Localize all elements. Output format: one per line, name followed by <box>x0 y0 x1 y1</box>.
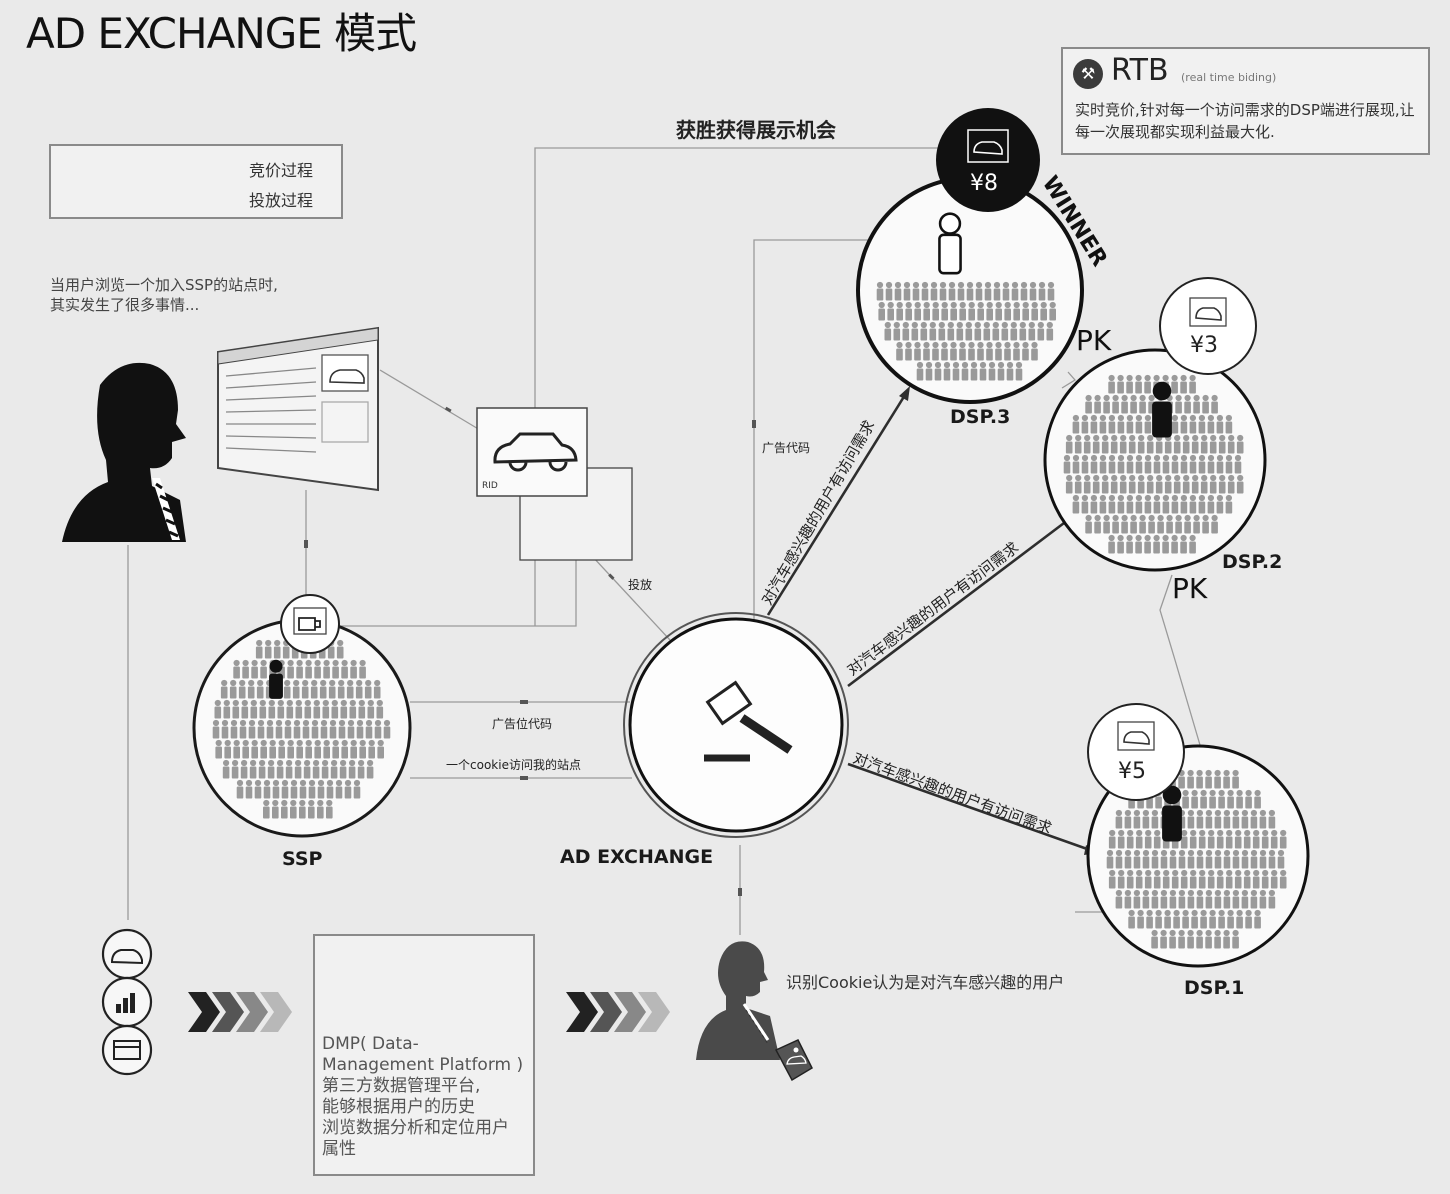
card-icon <box>113 1040 141 1060</box>
ssp-highlight-person <box>269 659 283 699</box>
car-icon <box>493 432 578 472</box>
dsp3-bid-bubble <box>936 108 1040 212</box>
label-pk-top: PK <box>1076 324 1112 357</box>
adx-label: AD EXCHANGE <box>560 846 714 868</box>
label-rid: RID <box>482 481 498 491</box>
rtb-note: ⚒ RTB (real time biding) 实时竞价,针对每一个访问需求的… <box>1061 47 1430 155</box>
rtb-description: 实时竞价,针对每一个访问需求的DSP端进行展现,让每一次展现都实现利益最大化. <box>1075 101 1415 141</box>
intro-line-2: 其实发生了很多事情... <box>50 296 200 314</box>
label-cookie-visit: 一个cookie访问我的站点 <box>446 758 581 772</box>
car-icon <box>110 949 143 965</box>
line-pk-dsp3-dsp2 <box>1061 371 1076 389</box>
dsp1-bid: ¥5 <box>1118 759 1146 784</box>
tick-adcard <box>444 406 452 413</box>
legend-delivery-label: 投放过程 <box>249 191 314 210</box>
rtb-icon: ⚒ <box>1073 59 1103 89</box>
intro-text: 当用户浏览一个加入SSP的站点时, 其实发生了很多事情... <box>50 275 278 315</box>
label-interest-to-dsp2: 对汽车感兴趣的用户有访问需求 <box>844 538 1023 679</box>
rtb-subtitle: (real time biding) <box>1181 71 1277 84</box>
tick-cookie <box>520 776 528 780</box>
tick-browser-ssp <box>304 540 308 548</box>
dsp3-bid: ¥8 <box>970 171 998 196</box>
line-adcode <box>753 239 880 620</box>
dsp3-label: DSP.3 <box>950 406 1011 428</box>
user-silhouette <box>62 362 186 542</box>
chart-icon <box>116 993 135 1013</box>
cup-icon <box>298 617 321 631</box>
ad-card <box>476 407 633 561</box>
data-car-bubble <box>101 928 153 980</box>
label-win-opportunity: 获胜获得展示机会 <box>676 118 836 142</box>
car-icon <box>329 369 365 384</box>
dsp1-bid-bubble <box>1087 703 1185 801</box>
arrowhead-dsp3 <box>899 386 910 401</box>
car-icon <box>1195 307 1222 321</box>
tick-deliver <box>608 573 615 580</box>
dmp-box: DMP( Data- Management Platform ) 第三方数据管理… <box>313 934 535 1176</box>
dsp3-highlight-person <box>937 212 963 275</box>
label-pk-bottom: PK <box>1172 572 1208 605</box>
ssp-label: SSP <box>282 848 323 870</box>
label-ad-code: 广告代码 <box>762 441 811 455</box>
label-interest-to-dsp1: 对汽车感兴趣的用户有访问需求 <box>851 749 1055 838</box>
car-icon <box>973 141 1003 155</box>
dsp2-label: DSP.2 <box>1222 551 1283 573</box>
tick-adx-cookie <box>738 888 742 896</box>
intro-line-1: 当用户浏览一个加入SSP的站点时, <box>50 276 278 294</box>
dsp2-bid: ¥3 <box>1190 333 1218 358</box>
tick-slot <box>520 700 528 704</box>
data-card-bubble <box>101 1024 153 1076</box>
dsp2-highlight-person <box>1152 381 1172 438</box>
line-ssp-top <box>340 560 577 627</box>
label-deliver: 投放 <box>628 578 653 592</box>
tag-icon <box>774 1039 813 1082</box>
legend-bidding-label: 竞价过程 <box>249 161 314 180</box>
ssp-site-bubble <box>280 594 340 654</box>
arrow-adx-dsp1 <box>847 762 1091 852</box>
car-icon <box>1123 731 1150 745</box>
line-pk-dsp2-dsp1 <box>1159 574 1201 746</box>
rtb-title: RTB <box>1111 53 1169 88</box>
line-browser-adcard <box>379 369 481 431</box>
person-icon <box>696 941 780 1060</box>
browser-window <box>217 326 379 492</box>
dmp-description: DMP( Data- Management Platform ) 第三方数据管理… <box>322 1034 524 1159</box>
legend: 竞价过程 投放过程 <box>49 144 343 219</box>
page-title: AD EXCHANGE 模式 <box>26 9 417 58</box>
chevrons-left <box>188 992 292 1032</box>
label-identify-cookie: 识别Cookie认为是对汽车感兴趣的用户 <box>786 973 1065 992</box>
adx-circle <box>628 617 844 833</box>
arrow-adx-dsp2 <box>847 518 1069 688</box>
tick-adcode <box>752 420 756 428</box>
label-ad-slot-code: 广告位代码 <box>492 717 553 731</box>
gavel-icon <box>704 680 793 762</box>
arrow-adx-dsp3 <box>766 394 907 616</box>
dsp1-label: DSP.1 <box>1184 977 1245 999</box>
dsp1-highlight-person <box>1162 785 1182 842</box>
chevrons-right <box>566 992 670 1032</box>
adx-outer-ring <box>623 612 849 838</box>
